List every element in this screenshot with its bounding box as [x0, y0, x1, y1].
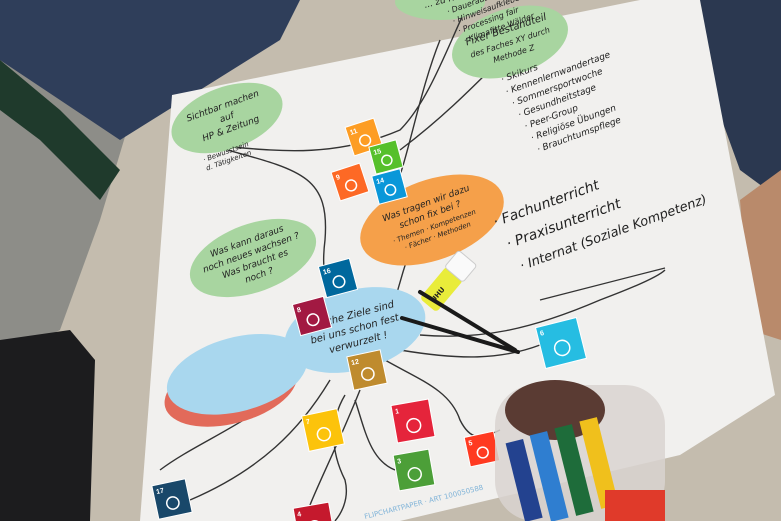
sdg-goal-icon [381, 154, 393, 167]
pen [418, 290, 517, 352]
sdg-goal-icon [553, 339, 571, 357]
sdg-tile-8: 8 [291, 295, 333, 337]
person-arm [0, 330, 95, 521]
bubble-what-new: Was kann daraus noch neues wachsen ? Was… [189, 218, 317, 298]
pen [400, 316, 520, 354]
sdg-tile-number: 16 [322, 268, 331, 277]
sdg-tile-12: 12 [346, 349, 388, 391]
sdg-tiles: 11 15 9 14 16 8 12 6 7 1 3 5 17 4 [151, 117, 588, 521]
sdg-tile-number: 7 [305, 419, 310, 427]
sdg-tile-background [291, 295, 333, 337]
sdg-tile-number: 17 [156, 488, 165, 496]
bubble-fixed-component: Fixer Bestandteil des Faches XY durch Me… [452, 5, 568, 79]
sdg-tile-16: 16 [317, 257, 359, 299]
sdg-tile-background [151, 478, 193, 520]
sdg-tile-number: 6 [539, 330, 545, 338]
sdg-tile-background [368, 139, 404, 175]
sdg-tile-3: 3 [392, 448, 436, 492]
chair-arm [0, 60, 120, 200]
sdg-goal-icon [332, 275, 346, 289]
sdg-tile-6: 6 [534, 316, 588, 370]
sdg-tile-background [390, 398, 436, 444]
sdg-tile-background [346, 349, 388, 391]
sdg-tile-background [371, 168, 408, 205]
person-right [690, 0, 781, 200]
sdg-goal-icon [165, 496, 180, 510]
sdg-tile-background [534, 316, 588, 370]
sdg-goal-icon [358, 134, 372, 147]
sdg-tile-number: 1 [395, 408, 400, 416]
bubble-empty [164, 334, 308, 427]
sdg-tile-14: 14 [371, 168, 408, 205]
sdg-tile-background [330, 162, 370, 202]
sdg-tile-number: 12 [351, 359, 360, 367]
sdg-goal-icon [476, 446, 489, 459]
sdg-tile-background [392, 448, 436, 492]
note-activities-list: · Skikurs · Kennenlernwandertage · Somme… [500, 50, 623, 155]
sdg-goal-icon [344, 179, 358, 192]
sdg-tile-number: 14 [376, 177, 385, 186]
sdg-tile-background [463, 430, 501, 468]
sdg-goal-icon [407, 467, 422, 482]
sdg-tile-9: 9 [330, 162, 370, 202]
sdg-goal-icon [384, 183, 397, 196]
sdg-tile-number: 5 [468, 440, 473, 448]
person-jeans [0, 0, 300, 140]
sdg-goal-icon [406, 417, 422, 434]
bubble-visible: Sichtbar machen auf HP & Zeitung [171, 82, 283, 154]
sdg-tile-1: 1 [390, 398, 436, 444]
underline [539, 267, 666, 301]
sdg-tile-number: 11 [349, 128, 358, 137]
sdg-goal-icon [360, 367, 375, 381]
marker-container [495, 380, 665, 521]
sdg-tile-number: 3 [397, 458, 402, 466]
sdg-tile-17: 17 [151, 478, 193, 520]
sdg-tile-background [317, 257, 359, 299]
sdg-tile-7: 7 [301, 408, 345, 452]
sdg-tile-5: 5 [463, 430, 501, 468]
svg-text:... zu Kl...: ... zu Kl... [423, 0, 466, 11]
sdg-tile-15: 15 [368, 139, 404, 175]
sdg-tile-background [301, 408, 345, 452]
sdg-tile-background [292, 501, 336, 521]
sdg-tile-number: 15 [373, 148, 382, 157]
sdg-tile-number: 8 [296, 307, 302, 315]
sdg-goal-icon [306, 313, 320, 327]
sdg-goal-icon [316, 426, 332, 442]
bubble-top-partial: ... zu Kl... [395, 0, 485, 20]
sdg-tile-number: 9 [335, 174, 341, 182]
sdg-tile-number: 4 [297, 511, 302, 519]
